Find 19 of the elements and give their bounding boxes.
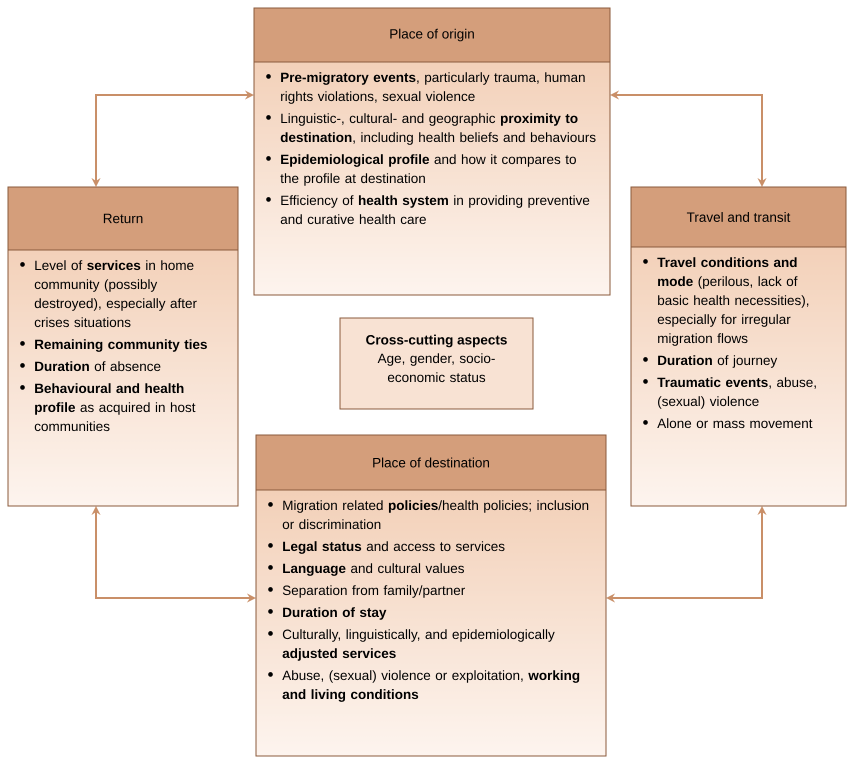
panel-heading: Return bbox=[104, 214, 142, 224]
panel-heading: Place of destination bbox=[373, 458, 490, 468]
bullet-item: Traumatic events, abuse, (sexual) violence bbox=[643, 377, 816, 409]
box-heading: Cross-cutting aspects bbox=[366, 334, 507, 348]
bullet-item: Level of services in home community (possibly destroyed), especially after crises situations bbox=[20, 260, 197, 328]
bullet-item: Language and cultural values bbox=[268, 563, 464, 576]
bullet-item: Abuse, (sexual) violence or exploitation, working and living conditions bbox=[268, 670, 580, 702]
bullet-item: Duration of absence bbox=[20, 361, 160, 372]
bullet-item: Remaining community ties bbox=[20, 339, 207, 352]
bullet-item: Behavioural and health profile as acquired in host communities bbox=[20, 383, 196, 432]
bullet-item: Efficiency of health system in providing preventive and curative health care bbox=[266, 195, 590, 224]
bullet-item: Legal status and access to services bbox=[268, 541, 504, 554]
panel-heading: Place of origin bbox=[390, 28, 474, 42]
bullet-item: Alone or mass movement bbox=[643, 418, 812, 428]
bullet-item: Duration of journey bbox=[643, 355, 778, 368]
bullet-item: Duration of stay bbox=[268, 607, 386, 620]
bullet-item: Separation from family/partner bbox=[268, 585, 466, 598]
panel-heading: Travel and transit bbox=[686, 212, 790, 222]
box-text: Age, gender, socio-economic status bbox=[378, 353, 495, 382]
